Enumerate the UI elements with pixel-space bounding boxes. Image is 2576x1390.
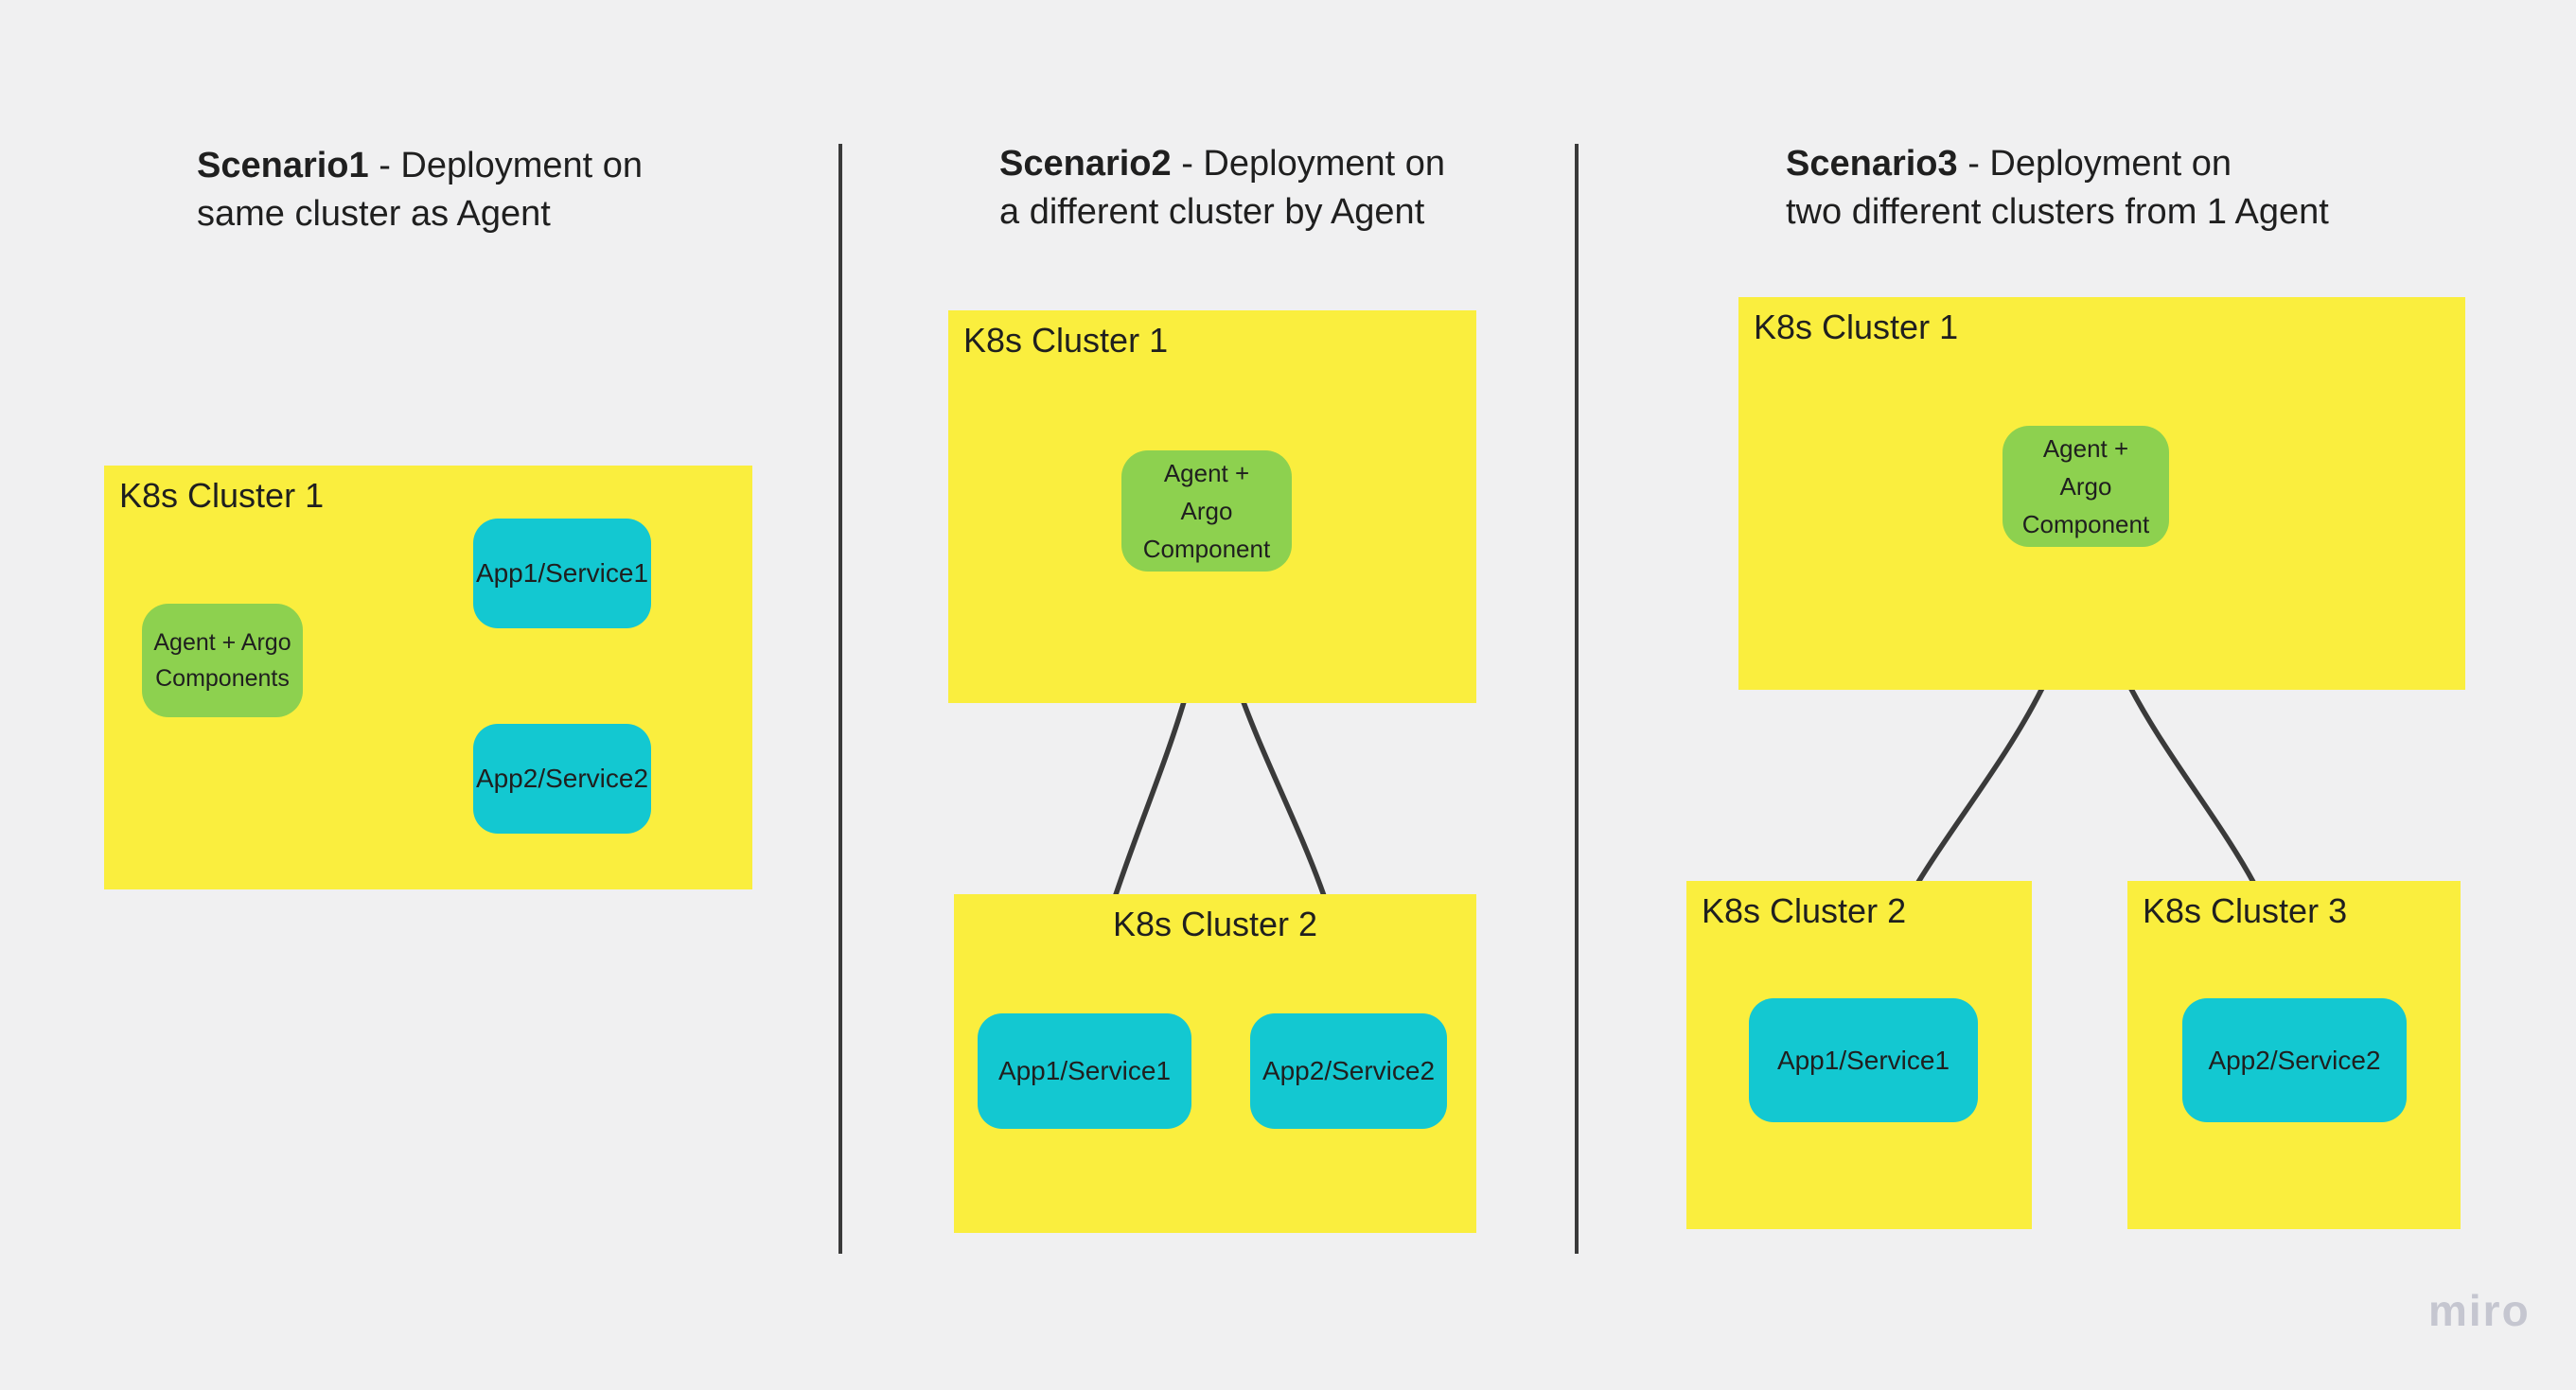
s1-app1-service1-node: App1/Service1 [473,519,651,628]
s3-app2-service2-node: App2/Service2 [2182,998,2407,1122]
scenario-1-title-line2: same cluster as Agent [197,194,551,234]
scenario-divider-2 [1575,144,1579,1254]
scenario-2-title-rest: - Deployment on [1171,144,1446,184]
scenario-2-title-name: Scenario2 [999,144,1172,184]
scenario-2-title: Scenario2 - Deployment on a different cl… [999,140,1445,237]
s2-app2-service2-node: App2/Service2 [1250,1013,1447,1129]
s1-agent-argo-node: Agent + Argo Components [142,604,303,717]
scenario-2-title-line2: a different cluster by Agent [999,192,1425,232]
scenario-1-title-line1: Scenario1 - Deployment on [197,142,643,190]
scenario-1-title: Scenario1 - Deployment on same cluster a… [197,142,643,238]
s3-agent-argo-node: Agent + Argo Component [2003,426,2169,547]
s1-k8s-cluster-1-label: K8s Cluster 1 [119,476,325,515]
s3-k8s-cluster-1-label: K8s Cluster 1 [1754,308,1959,346]
s1-app2-service2-node: App2/Service2 [473,724,651,834]
s2-k8s-cluster-2-label: K8s Cluster 2 [1112,905,1318,943]
s2-k8s-cluster-1-label: K8s Cluster 1 [963,321,1169,360]
s3-app1-service1-node: App1/Service1 [1749,998,1978,1122]
scenario-3-title-rest: - Deployment on [1957,144,2232,184]
scenario-3-title-line1: Scenario3 - Deployment on [1786,140,2329,188]
scenario-3-title: Scenario3 - Deployment on two different … [1786,140,2329,237]
s3-k8s-cluster-2-label: K8s Cluster 2 [1702,891,1907,930]
miro-watermark: miro [2428,1286,2531,1335]
s3-k8s-cluster-3-label: K8s Cluster 3 [2143,891,2348,930]
scenario-2-title-line1: Scenario2 - Deployment on [999,140,1445,188]
scenario-3-title-line2: two different clusters from 1 Agent [1786,192,2329,232]
s2-agent-argo-node: Agent + Argo Component [1121,450,1292,572]
s2-app1-service1-node: App1/Service1 [978,1013,1191,1129]
scenario-divider-1 [838,144,842,1254]
scenario-1-title-name: Scenario1 [197,146,369,185]
scenario-3-title-name: Scenario3 [1786,144,1958,184]
scenario-1-title-rest: - Deployment on [368,146,644,185]
